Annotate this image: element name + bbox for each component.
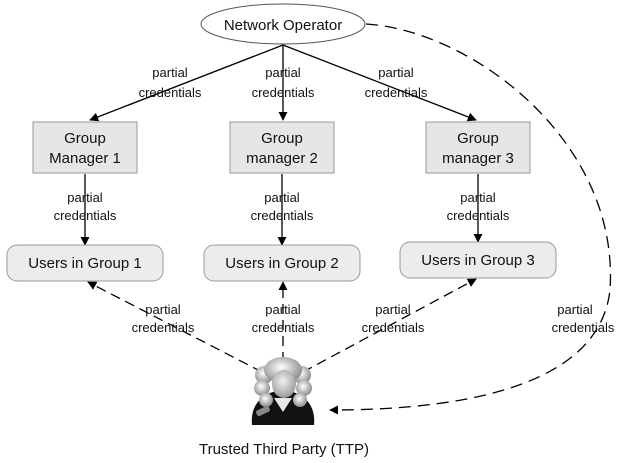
ttp-to-users-arrows [87, 278, 477, 373]
arrow-ttp-users-3 [302, 278, 477, 373]
edge-label: credentials [252, 85, 315, 100]
edge-label: partial [265, 302, 301, 317]
users-group-2-label: Users in Group 2 [225, 255, 338, 272]
edge-label: partial [152, 65, 188, 80]
users-group-3-label: Users in Group 3 [421, 252, 534, 269]
edge-label: credentials [251, 208, 314, 223]
users-group-1: Users in Group 1 [6, 244, 164, 282]
edge-label: credentials [365, 85, 428, 100]
arrow-operator-manager-3 [282, 44, 477, 122]
edge-label: partial [378, 65, 414, 80]
edge-label: partial [67, 190, 103, 205]
edge-label: partial [557, 302, 593, 317]
group-manager-1-line1: Group [64, 130, 106, 147]
operator-to-manager-arrows [89, 44, 477, 122]
manager-to-users-arrows [80, 174, 483, 246]
edge-label: credentials [362, 320, 425, 335]
edge-label: credentials [139, 85, 202, 100]
users-group-3: Users in Group 3 [399, 241, 557, 279]
edge-label: partial [265, 65, 301, 80]
group-manager-3-line1: Group [457, 130, 499, 147]
arrow-operator-ttp [329, 23, 612, 415]
edge-label: partial [145, 302, 181, 317]
ttp-edge-labels: partial credentials partial credentials … [132, 302, 425, 335]
group-manager-1: Group Manager 1 [32, 121, 138, 174]
edge-label: partial [375, 302, 411, 317]
edge-label: credentials [252, 320, 315, 335]
ttp-label: Trusted Third Party (TTP) [199, 441, 369, 458]
group-manager-2-line1: Group [261, 130, 303, 147]
users-group-1-label: Users in Group 1 [28, 255, 141, 272]
group-manager-2: Group manager 2 [229, 121, 335, 174]
manager-edge-labels: partial credentials partial credentials … [54, 190, 510, 223]
group-manager-1-line2: Manager 1 [49, 150, 121, 167]
group-manager-2-line2: manager 2 [246, 150, 318, 167]
operator-ttp-edge-label: partial credentials [552, 302, 615, 335]
network-operator-node: Network Operator [200, 3, 366, 45]
arrow-operator-manager-1 [89, 44, 284, 122]
group-manager-3: Group manager 3 [425, 121, 531, 174]
users-group-2: Users in Group 2 [203, 244, 361, 282]
edge-label: credentials [552, 320, 615, 335]
network-operator-label: Network Operator [224, 17, 342, 34]
edge-label: partial [264, 190, 300, 205]
edge-label: credentials [132, 320, 195, 335]
operator-edge-labels: partial credentials partial credentials … [139, 65, 428, 100]
arrow-ttp-users-1 [87, 281, 263, 373]
edge-label: credentials [447, 208, 510, 223]
judge-wig-icon [251, 357, 315, 425]
edge-label: partial [460, 190, 496, 205]
group-manager-3-line2: manager 3 [442, 150, 514, 167]
edge-label: credentials [54, 208, 117, 223]
